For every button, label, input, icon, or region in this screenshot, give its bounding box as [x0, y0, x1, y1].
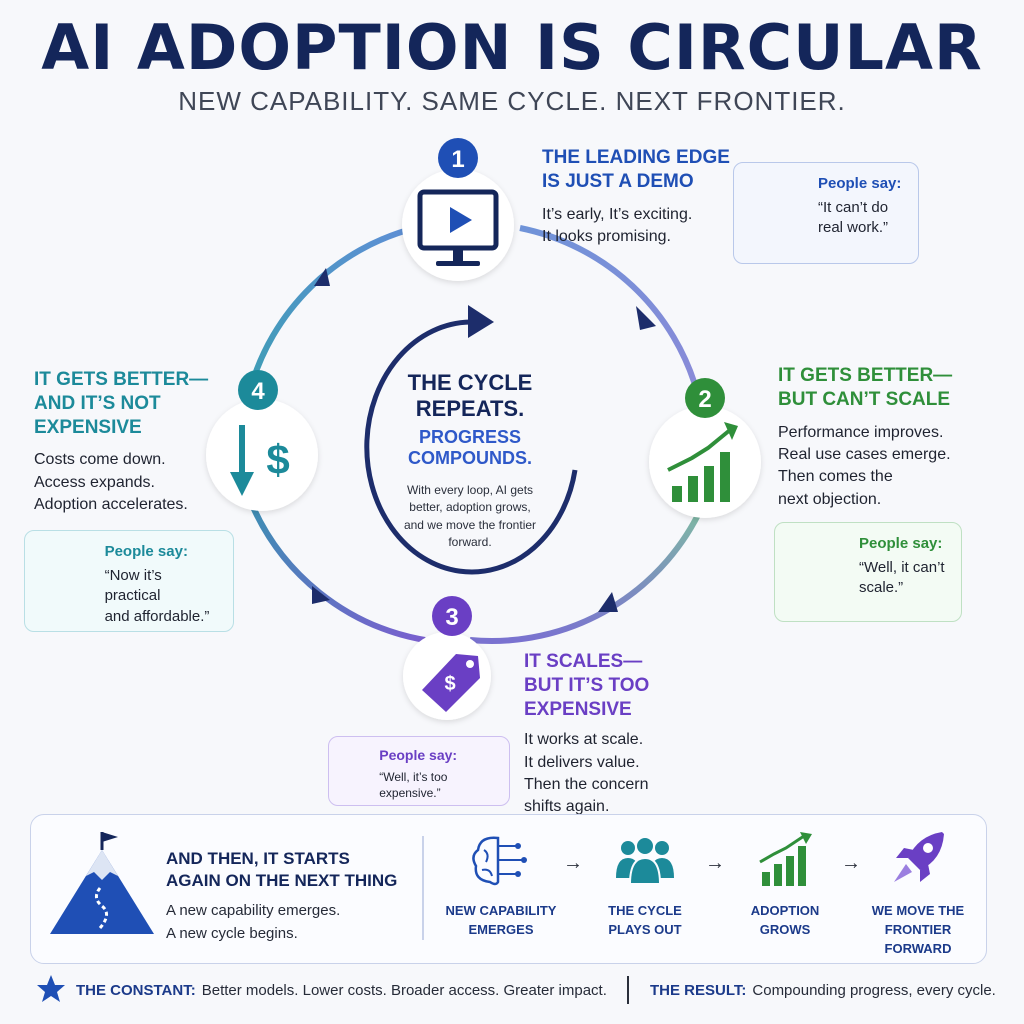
node-2-number: 2 [698, 386, 712, 413]
step-label-new-capability: NEW CAPABILITY EMERGES [445, 903, 557, 937]
stage-3-heading: IT SCALES— BUT IT’S TOO EXPENSIVE [524, 651, 650, 720]
node-4-badge [238, 370, 278, 410]
next-cycle-text: AND THEN, IT STARTS AGAIN ON THE NEXT TH… [166, 848, 406, 945]
growth-chart-icon [759, 832, 812, 886]
people-group-icon [616, 836, 674, 885]
node-3-number: 3 [445, 604, 459, 631]
footer-constant: THE CONSTANT:Better models. Lower costs.… [76, 982, 607, 999]
growth-chart-icon [667, 422, 738, 502]
page-title: AI ADOPTION IS CIRCULAR [41, 11, 983, 84]
page-subtitle: NEW CAPABILITY. SAME CYCLE. NEXT FRONTIE… [178, 86, 846, 116]
stage-2-quote-box: People say: “Well, it can’t scale.” [774, 522, 962, 622]
stage-4-quote-box: People say: “Now it’s practical and affo… [24, 530, 234, 632]
stage-2-text: IT GETS BETTER— BUT CAN’T SCALE Performa… [778, 364, 978, 511]
stage-4-quote: People say: “Now it’s practical and affo… [104, 543, 210, 625]
stage-3-quote-box: People say: “Well, it’s too expensive.” [328, 736, 510, 806]
node-1-badge [438, 138, 478, 178]
stage-3-quote: People say: “Well, it’s too expensive.” [379, 747, 458, 801]
center-text: THE CYCLE REPEATS. PROGRESS COMPOUNDS. W… [370, 370, 570, 552]
stage-4-body: Costs come down. Access expands. Adoptio… [34, 451, 188, 514]
stage-2-body: Performance improves. Real use cases eme… [778, 423, 951, 508]
node-4-number: 4 [251, 378, 265, 405]
brain-circuit-icon [472, 836, 527, 886]
center-subtitle: PROGRESS COMPOUNDS. [407, 426, 532, 469]
ring-arrow-top-left [314, 268, 330, 286]
stage-1-text: THE LEADING EDGE IS JUST A DEMO It’s ear… [542, 146, 732, 248]
ring-arrow-top-right [636, 306, 656, 330]
ring-arc-top-left [247, 225, 416, 391]
ring-arc-top-right [519, 225, 701, 396]
stage-4-text: IT GETS BETTER— AND IT’S NOT EXPENSIVE C… [34, 368, 214, 516]
node-3-badge [432, 596, 472, 636]
stage-1-heading: THE LEADING EDGE IS JUST A DEMO [542, 147, 730, 192]
stage-1-quote-box: People say: “It can’t do real work.” [733, 162, 919, 264]
footer-result: THE RESULT:Compounding progress, every c… [650, 982, 996, 999]
rocket-icon [894, 832, 944, 882]
flow-arrow-2: → [705, 852, 725, 874]
stage-4-heading: IT GETS BETTER— AND IT’S NOT EXPENSIVE [34, 369, 209, 438]
step-label-cycle: THE CYCLE PLAYS OUT [608, 903, 682, 937]
panel-divider [422, 836, 424, 940]
flow-arrow-3: → [841, 852, 861, 874]
center-body: With every loop, AI gets better, adoptio… [403, 482, 537, 550]
svg-text:$: $ [266, 436, 289, 483]
next-cycle-body: A new capability emerges. A new cycle be… [166, 902, 341, 942]
mountain-flag-icon [50, 832, 154, 934]
svg-text:$: $ [444, 673, 455, 695]
next-cycle-panel [30, 814, 987, 964]
inner-cycle-arc [364, 319, 578, 575]
price-tag-icon: $ [422, 654, 480, 712]
footer-divider [627, 976, 629, 1004]
flow-arrow-1: → [563, 852, 583, 874]
stage-1-body: It’s early, It’s exciting. It looks prom… [542, 205, 693, 245]
next-cycle-heading: AND THEN, IT STARTS AGAIN ON THE NEXT TH… [166, 849, 398, 891]
stage-2-heading: IT GETS BETTER— BUT CAN’T SCALE [778, 365, 953, 410]
stage-2-quote: People say: “Well, it can’t scale.” [859, 535, 945, 597]
star-icon [37, 975, 65, 1002]
node-4-circle [206, 399, 318, 511]
step-label-adoption: ADOPTION GROWS [750, 903, 820, 937]
monitor-play-icon [417, 189, 499, 266]
stage-3-text: IT SCALES— BUT IT’S TOO EXPENSIVE It wor… [524, 650, 754, 819]
stage-1-quote: People say: “It can’t do real work.” [818, 175, 902, 237]
ring-arrow-bottom-right [598, 592, 618, 612]
inner-cycle-arrowhead [468, 305, 494, 338]
ring-arrow-bottom-left [312, 586, 330, 604]
node-2-badge [685, 378, 725, 418]
node-1-number: 1 [451, 146, 465, 173]
center-title: THE CYCLE REPEATS. [407, 370, 533, 422]
step-label-frontier: WE MOVE THE FRONTIER FORWARD [871, 903, 965, 956]
cost-down-icon: $ [230, 425, 290, 496]
stage-3-body: It works at scale. It delivers value. Th… [524, 731, 649, 816]
